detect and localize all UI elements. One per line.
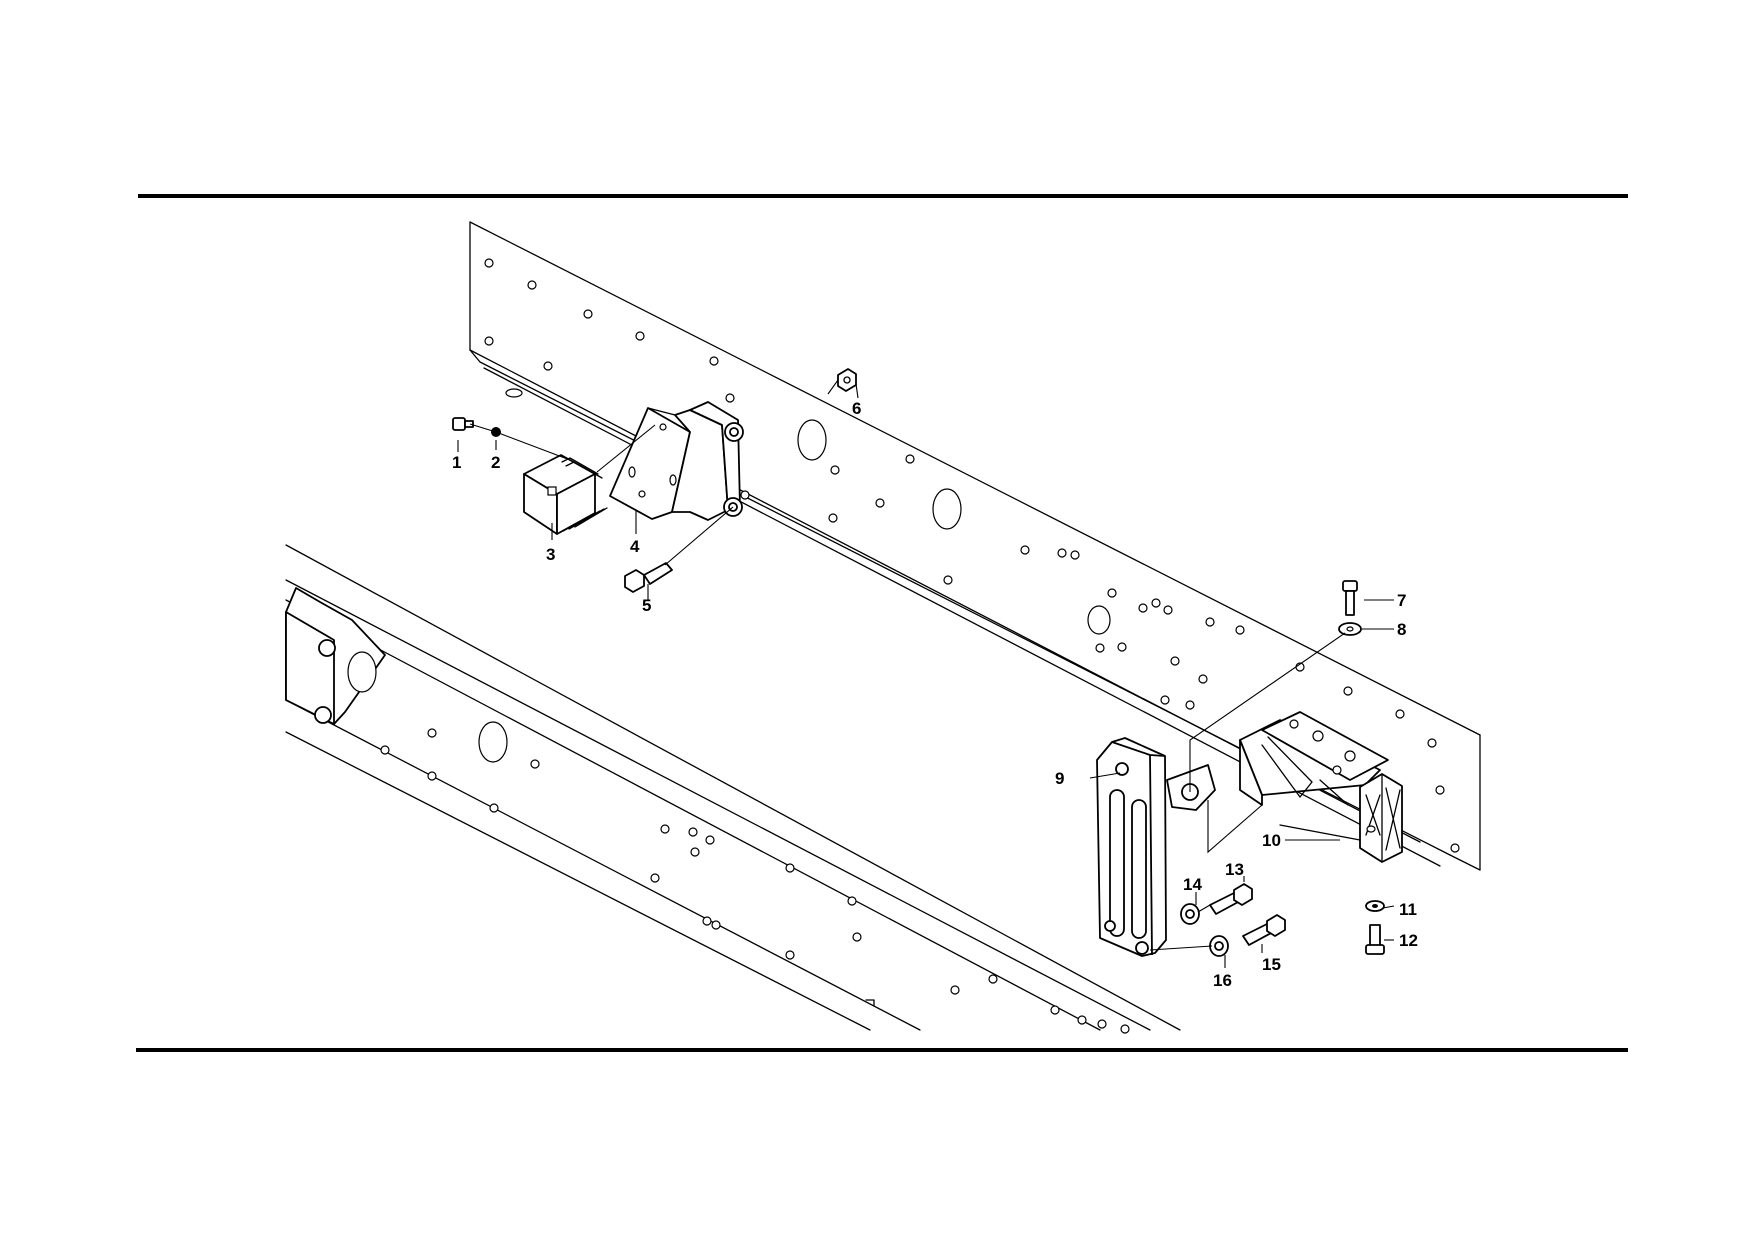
callout-13: 13 — [1225, 860, 1244, 879]
upper-frame-rail — [469, 221, 1481, 871]
part-10-cross-mount — [1166, 711, 1403, 863]
part-5-bolt — [624, 562, 673, 593]
part-13-bolt — [1209, 883, 1253, 915]
callout-14: 14 — [1183, 875, 1202, 894]
callout-7: 7 — [1397, 591, 1406, 610]
part-3-rubber-mount — [523, 454, 608, 535]
part-9-side-plate — [1096, 737, 1167, 957]
callout-5: 5 — [642, 596, 651, 615]
part-1-bolt — [452, 417, 474, 431]
part-15-bolt — [1242, 914, 1286, 946]
callout-4: 4 — [630, 537, 640, 556]
part-14-nut — [1180, 903, 1200, 925]
lower-frame-rail — [285, 544, 1181, 1034]
callout-6: 6 — [852, 399, 861, 418]
callout-15: 15 — [1262, 955, 1281, 974]
callout-9: 9 — [1055, 769, 1064, 788]
part-12-bolt — [1365, 924, 1385, 955]
callout-labels: 1 2 3 4 5 6 7 8 9 10 11 12 13 14 15 16 — [452, 399, 1418, 990]
callout-2: 2 — [491, 453, 500, 472]
callout-11: 11 — [1399, 900, 1417, 919]
callout-12: 12 — [1399, 931, 1418, 950]
part-16-nut — [1209, 935, 1229, 957]
callout-10: 10 — [1262, 831, 1281, 850]
leader-lines — [457, 379, 1395, 968]
lower-rail-bracket — [285, 587, 386, 725]
part-4-support-bracket — [609, 401, 744, 521]
part-6-nut — [837, 368, 857, 392]
callout-3: 3 — [546, 545, 555, 564]
callout-1: 1 — [452, 453, 461, 472]
callout-16: 16 — [1213, 971, 1232, 990]
callout-8: 8 — [1397, 620, 1406, 639]
part-7-bolt — [1342, 580, 1358, 616]
